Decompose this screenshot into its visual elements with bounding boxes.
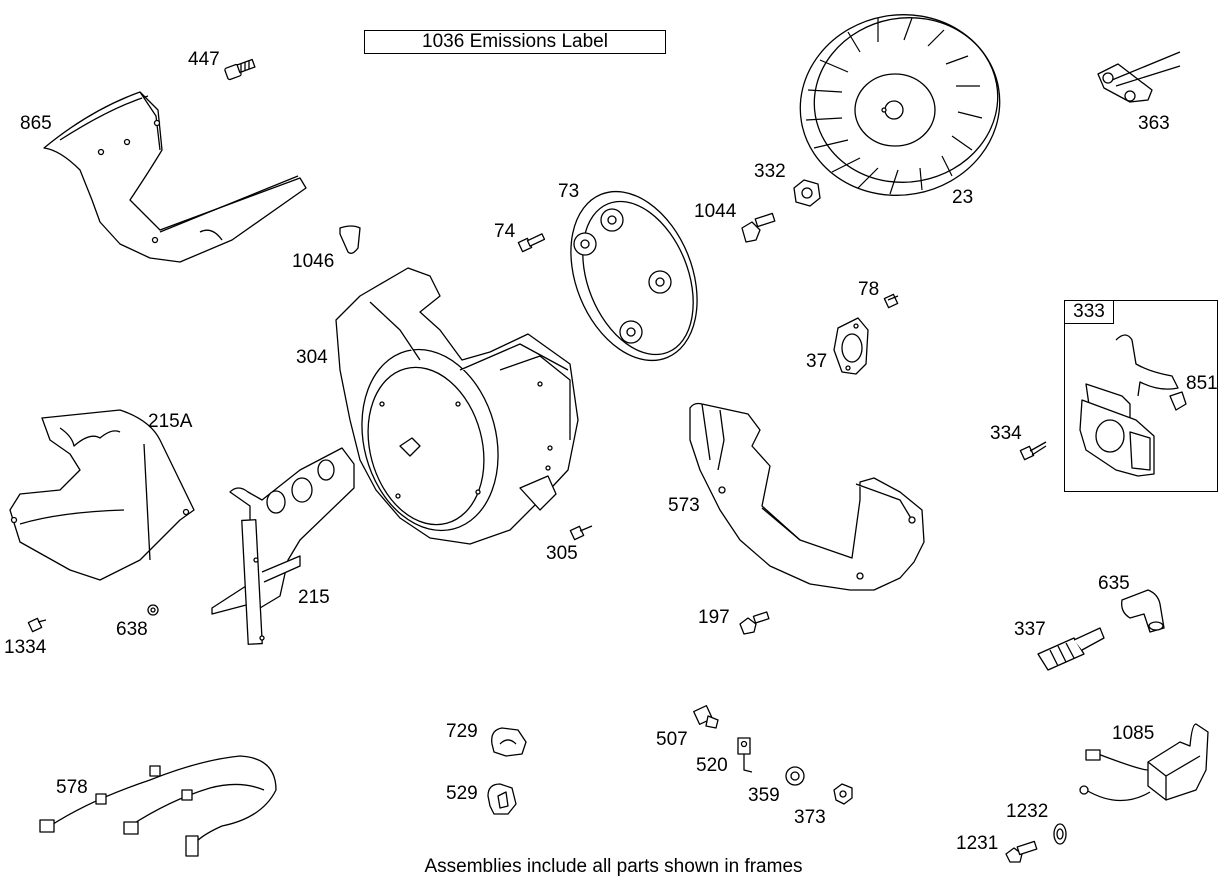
part-label-1044: 1044 [694, 201, 737, 222]
part-label-74: 74 [494, 221, 516, 242]
part-label-1232: 1232 [1006, 801, 1049, 822]
part-label-729: 729 [446, 721, 478, 742]
assembly-frame-333 [1064, 300, 1218, 492]
module-1085 [1079, 723, 1209, 802]
harness-578 [39, 755, 277, 857]
armature-333 [1079, 334, 1187, 477]
bolt-197 [739, 611, 770, 635]
clamp-729 [491, 727, 527, 757]
assembly-frame-tag: 333 [1064, 300, 1114, 324]
nut-638 [147, 604, 159, 616]
part-label-332: 332 [754, 161, 786, 182]
washer-1232 [1053, 823, 1067, 845]
emissions-label-box: 1036 Emissions Label [364, 30, 666, 54]
screw-74 [517, 233, 546, 253]
part-label-215A: 215A [148, 411, 193, 432]
part-label-305: 305 [546, 543, 578, 564]
screw-1231 [1005, 840, 1038, 863]
part-label-1334: 1334 [4, 637, 47, 658]
baffle-215 [211, 447, 355, 645]
screw-334 [1019, 441, 1047, 461]
part-label-507: 507 [656, 729, 688, 750]
grommet-529 [487, 783, 517, 815]
part-label-197: 197 [698, 607, 730, 628]
part-label-23: 23 [952, 187, 974, 208]
part-label-573: 573 [668, 495, 700, 516]
part-label-78: 78 [858, 279, 880, 300]
bolt-447 [224, 58, 256, 81]
part-label-37: 37 [806, 351, 828, 372]
part-label-447: 447 [188, 49, 220, 70]
part-label-334: 334 [990, 423, 1022, 444]
part-label-359: 359 [748, 785, 780, 806]
washer-359 [785, 766, 805, 786]
part-label-529: 529 [446, 783, 478, 804]
backplate-573 [689, 402, 925, 591]
part-label-73: 73 [558, 181, 580, 202]
part-label-215: 215 [298, 587, 330, 608]
bolt-1044 [741, 212, 776, 243]
assemblies-note: Assemblies include all parts shown in fr… [424, 856, 803, 877]
screw-78 [883, 293, 899, 309]
part-label-337: 337 [1014, 619, 1046, 640]
part-label-1231: 1231 [956, 833, 999, 854]
screw-305 [569, 525, 593, 541]
part-label-373: 373 [794, 807, 826, 828]
shield-865 [43, 91, 307, 263]
part-label-1046: 1046 [292, 251, 335, 272]
part-label-865: 865 [20, 113, 52, 134]
sparkplug-337 [1037, 627, 1105, 671]
part-label-520: 520 [696, 755, 728, 776]
gasket-37 [833, 317, 869, 375]
connector-507 [693, 705, 719, 729]
part-label-638: 638 [116, 619, 148, 640]
blower-housing-304 [335, 267, 579, 545]
nut-332 [793, 179, 821, 207]
bracket-363 [1097, 51, 1181, 103]
part-label-304: 304 [296, 347, 328, 368]
boot-635 [1121, 589, 1165, 633]
flywheel-23 [799, 14, 1001, 196]
screw-1334 [27, 617, 47, 633]
shroud-215A [9, 409, 195, 581]
screen-73 [570, 190, 698, 362]
nut-373 [833, 783, 853, 805]
part-label-851: 851 [1186, 373, 1218, 394]
part-label-363: 363 [1138, 113, 1170, 134]
part-label-578: 578 [56, 777, 88, 798]
part-label-635: 635 [1098, 573, 1130, 594]
clip-1046 [339, 225, 361, 254]
part-label-1085: 1085 [1112, 723, 1155, 744]
terminal-520 [737, 737, 753, 773]
